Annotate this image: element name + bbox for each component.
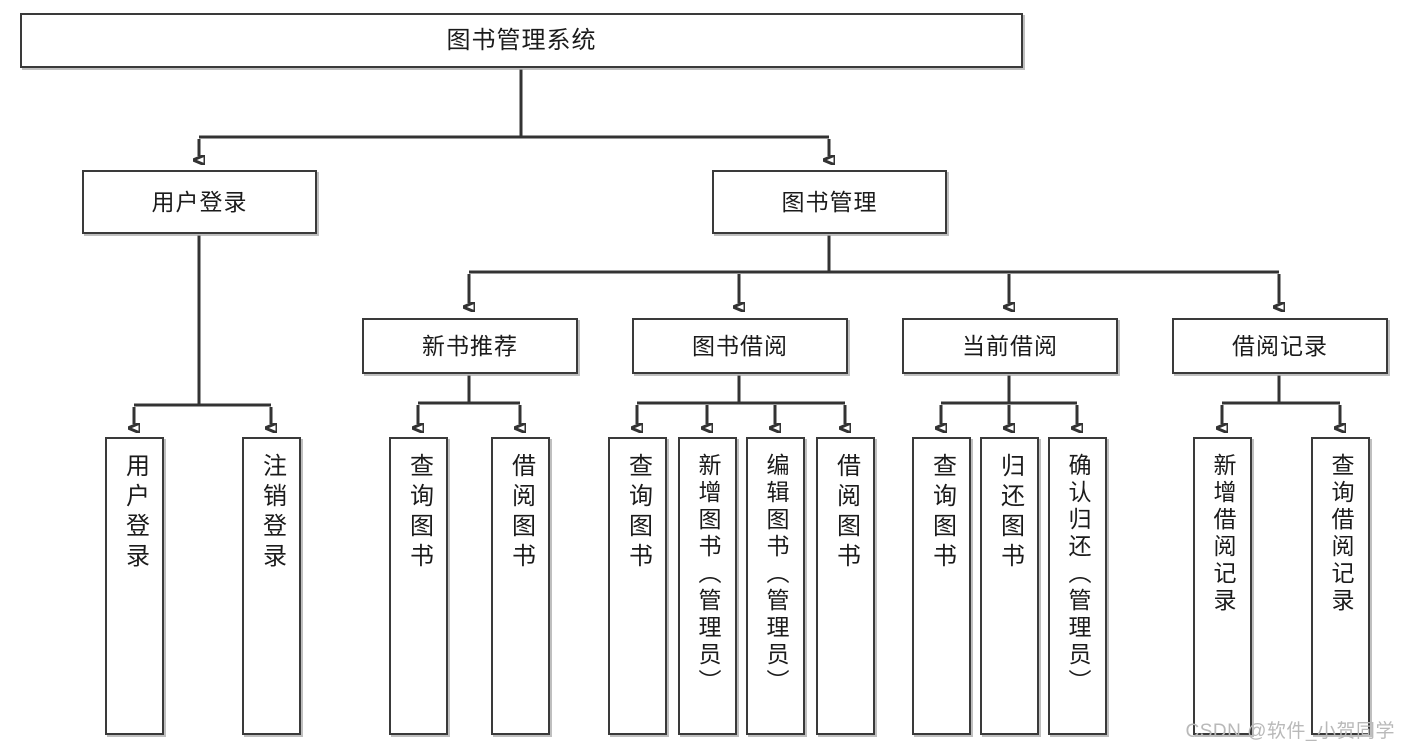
node-label: 图书管理系统: [446, 26, 597, 54]
node-label: 当前借阅: [962, 332, 1058, 359]
node-borrow-record[interactable]: 借阅记录: [1172, 318, 1388, 374]
leaf-current-borrow-confirm-return[interactable]: 确认归还（管理员）: [1048, 437, 1107, 735]
node-label: 确认归还（管理员）: [1065, 453, 1091, 696]
leaf-book-borrow-add[interactable]: 新增图书（管理员）: [678, 437, 737, 735]
node-label: 图书管理: [781, 188, 878, 215]
node-label: 借阅记录: [1232, 332, 1328, 359]
node-label: 查询图书: [928, 453, 956, 573]
node-label: 查询图书: [624, 453, 652, 573]
node-user-login[interactable]: 用户登录: [82, 170, 317, 234]
leaf-borrow-record-add[interactable]: 新增借阅记录: [1193, 437, 1252, 735]
node-label: 图书借阅: [692, 332, 788, 359]
leaf-current-borrow-query[interactable]: 查询图书: [912, 437, 971, 735]
node-book-management[interactable]: 图书管理: [712, 170, 947, 234]
node-label: 新增借阅记录: [1210, 453, 1236, 615]
node-label: 查询图书: [405, 453, 433, 573]
node-label: 借阅图书: [832, 453, 860, 573]
node-label: 新增图书（管理员）: [695, 453, 721, 696]
node-label: 编辑图书（管理员）: [763, 453, 789, 696]
node-book-borrow[interactable]: 图书借阅: [632, 318, 848, 374]
leaf-user-login-login[interactable]: 用户登录: [105, 437, 164, 735]
node-label: 新书推荐: [422, 332, 518, 359]
node-current-borrow[interactable]: 当前借阅: [902, 318, 1118, 374]
csdn-watermark: CSDN @软件_小贺同学: [1185, 721, 1395, 742]
node-new-book-recommend[interactable]: 新书推荐: [362, 318, 578, 374]
node-label: 查询借阅记录: [1328, 453, 1354, 615]
leaf-new-book-query[interactable]: 查询图书: [389, 437, 448, 735]
node-label: 用户登录: [121, 453, 149, 573]
leaf-user-login-logout[interactable]: 注销登录: [242, 437, 301, 735]
node-label: 借阅图书: [507, 453, 535, 573]
node-label: 注销登录: [258, 453, 286, 573]
leaf-new-book-borrow[interactable]: 借阅图书: [491, 437, 550, 735]
leaf-borrow-record-query[interactable]: 查询借阅记录: [1311, 437, 1370, 735]
leaf-book-borrow-edit[interactable]: 编辑图书（管理员）: [746, 437, 805, 735]
leaf-current-borrow-return[interactable]: 归还图书: [980, 437, 1039, 735]
node-label: 用户登录: [151, 188, 248, 215]
node-root-system[interactable]: 图书管理系统: [20, 13, 1023, 68]
node-label: 归还图书: [996, 453, 1024, 573]
leaf-book-borrow-borrow[interactable]: 借阅图书: [816, 437, 875, 735]
leaf-book-borrow-query[interactable]: 查询图书: [608, 437, 667, 735]
